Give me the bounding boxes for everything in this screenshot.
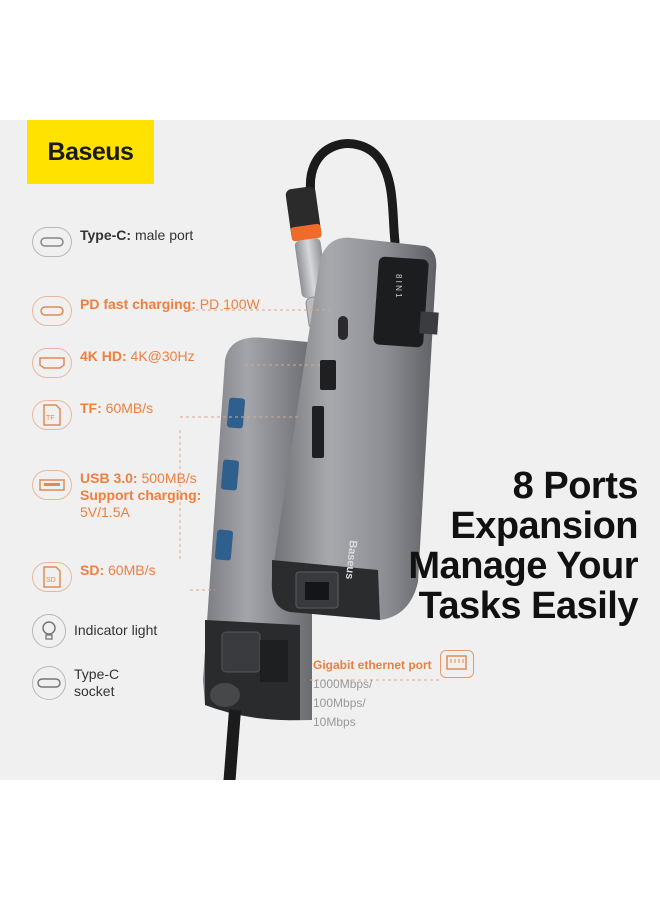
brand-logo: Baseus xyxy=(27,120,154,184)
feature-4k-hd: 4K HD: 4K@30Hz xyxy=(32,348,195,378)
feature-label: Type-C: male port xyxy=(80,227,194,243)
feature-label: SD: 60MB/s xyxy=(80,562,156,578)
ethernet-speed-1: 1000Mbps/ xyxy=(313,677,373,691)
type-c-port-icon xyxy=(32,227,72,257)
top-cable xyxy=(305,139,400,247)
headline-line-2: Expansion xyxy=(450,505,638,547)
ethernet-speed-2: 100Mbps/ xyxy=(313,696,366,710)
brand-logo-text: Baseus xyxy=(47,137,134,166)
feature-usb3: USB 3.0: 500MB/s Support charging: 5V/1.… xyxy=(32,470,201,521)
headline-line-1: 8 Ports xyxy=(512,465,639,507)
hub-front-body: 8 I N 1 Baseus xyxy=(271,237,439,620)
feature-label: Indicator light xyxy=(74,622,158,638)
ethernet-title: Gigabit ethernet port xyxy=(313,658,432,672)
product-image-stage: Baseus xyxy=(0,120,660,780)
usb-hub-illustration: 8 I N 1 Baseus xyxy=(179,139,440,780)
usb-port-icon xyxy=(32,470,72,500)
feature-label: Type-C socket xyxy=(74,666,120,699)
hdmi-port-icon xyxy=(32,348,72,378)
feature-label: TF: 60MB/s xyxy=(80,400,154,416)
hub-brand-mark: Baseus xyxy=(343,540,359,580)
headline: 8 Ports Expansion Manage Your Tasks Easi… xyxy=(408,466,638,626)
headline-line-4: Tasks Easily xyxy=(418,585,639,627)
svg-text:TF: TF xyxy=(46,415,55,422)
feature-sd: SD SD: 60MB/s xyxy=(32,562,155,592)
pd-charging-port-icon xyxy=(32,296,72,326)
sd-card-icon: SD xyxy=(32,562,72,592)
feature-label: PD fast charging: PD 100W xyxy=(80,296,260,312)
feature-tf: TF TF: 60MB/s xyxy=(32,400,153,430)
ethernet-speed-3: 10Mbps xyxy=(313,715,356,729)
ethernet-callout: Gigabit ethernet port 1000Mbps/ 100Mbps/… xyxy=(313,656,432,732)
type-c-socket-icon xyxy=(32,666,66,700)
headline-line-3: Manage Your xyxy=(408,545,638,587)
tf-card-icon: TF xyxy=(32,400,72,430)
svg-text:SD: SD xyxy=(46,577,56,584)
hub-top-badge: 8 I N 1 xyxy=(394,274,403,298)
ethernet-port-icon xyxy=(440,650,474,678)
feature-type-c-male: Type-C: male port xyxy=(32,227,193,257)
feature-type-c-socket: Type-C socket xyxy=(32,666,119,700)
hub-rear-body xyxy=(203,337,312,721)
feature-indicator-light: Indicator light xyxy=(32,614,157,648)
feature-pd-charging: PD fast charging: PD 100W xyxy=(32,296,260,326)
light-bulb-icon xyxy=(32,614,66,648)
feature-label: 4K HD: 4K@30Hz xyxy=(80,348,195,364)
feature-label: USB 3.0: 500MB/s Support charging: 5V/1.… xyxy=(80,470,202,520)
bottom-cable xyxy=(223,709,241,780)
